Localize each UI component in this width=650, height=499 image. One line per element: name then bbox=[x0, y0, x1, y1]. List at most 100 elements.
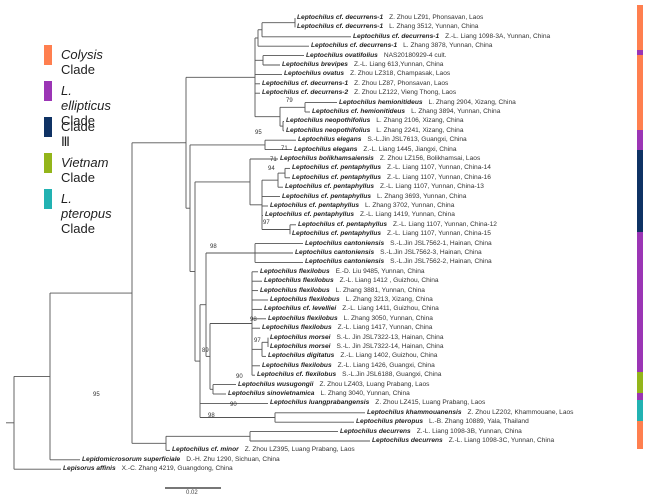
species-name: Leptochilus cf. decurrens-1 bbox=[297, 14, 384, 21]
species-name: Leptochilus cantoniensis bbox=[305, 258, 385, 266]
voucher: Z.-L. Liang 1107, Yunnan, China-15 bbox=[387, 230, 491, 238]
species-name: Leptochilus cf. pentaphyllus bbox=[285, 183, 375, 191]
voucher: L. Zhang 3878, Yunnan, China bbox=[403, 42, 493, 50]
species-name: Lepidomicrosorum superficiale bbox=[82, 455, 181, 463]
voucher: L. Zhang 2106, Xizang, China bbox=[376, 117, 464, 125]
species-name: Leptochilus cf. pentaphyllus bbox=[282, 192, 372, 200]
voucher: L.-B. Zhang 10889, Yala, Thailand bbox=[429, 418, 529, 426]
legend-label: Clade bbox=[61, 113, 95, 128]
tip-label: Leptochilus khammouanensis Z. Zhou LZ202,… bbox=[367, 409, 573, 417]
species-name: Leptochilus bolikhamsaiensis bbox=[280, 155, 374, 162]
bootstrap-value: 89 bbox=[202, 348, 209, 354]
species-name: Leptochilus luangprabangensis bbox=[270, 399, 370, 407]
species-name: Leptochilus cf. levelliei bbox=[264, 305, 337, 313]
species-name: Leptochilus cf. decurrens-1 bbox=[297, 23, 384, 31]
species-name: Leptochilus cantoniensis bbox=[295, 249, 375, 256]
species-name: Leptochilus cf. decurrens-2 bbox=[262, 89, 349, 97]
bootstrap-value: 98 bbox=[210, 244, 217, 250]
voucher: Z.-L. Liang 1417, Yunnan, China bbox=[337, 324, 433, 332]
tip-label: Leptochilus wusugongii Z. Zhou LZ403, Lua… bbox=[238, 381, 429, 389]
voucher: Z. Zhou LZ91, Phonsavan, Laos bbox=[389, 14, 484, 21]
tip-label: Leptochilus cf. levelliei Z.-L. Liang 141… bbox=[264, 305, 439, 313]
species-name: Leptochilus cf. pentaphyllus bbox=[292, 173, 382, 181]
legend-swatch bbox=[44, 189, 52, 209]
clade-bar-segment bbox=[637, 5, 643, 50]
voucher: S.-L.Jin JSL7562-1, Hainan, China bbox=[390, 239, 492, 247]
species-name: Leptochilus cf. minor bbox=[172, 446, 239, 454]
legend-label: Clade bbox=[61, 62, 95, 77]
voucher: Z.-L. Liang 613,Yunnan, China bbox=[353, 61, 444, 68]
legend-swatch bbox=[44, 153, 52, 173]
tip-label: Leptochilus cf. decurrens-1 Z.-L. Liang 1… bbox=[353, 33, 550, 41]
voucher: NAS20180929-4 cult. bbox=[383, 51, 447, 59]
species-name: Leptochilus cf. decurrens-1 bbox=[353, 32, 440, 40]
species-name: Leptochilus sinovietnamica bbox=[228, 390, 315, 397]
voucher: S.-L. Jin JSL7322-14, Hainan, China bbox=[336, 343, 444, 350]
voucher: Z.-L. Liang 1411, Guizhou, China bbox=[342, 305, 439, 313]
bootstrap-value: 90 bbox=[236, 374, 243, 380]
voucher: L. Zhang 2904, Xizang, China bbox=[428, 98, 516, 106]
species-name: Leptochilus flexilobus bbox=[260, 267, 330, 275]
tip-label: Leptochilus morsei S.-L. Jin JSL7322-14, … bbox=[270, 343, 444, 351]
tip-label: Leptochilus elegans S.-L.Jin JSL7613, Gua… bbox=[298, 136, 467, 144]
voucher: S.-L. Jin JSL7322-13, Hainan, China bbox=[336, 333, 444, 341]
bootstrap-value: 95 bbox=[93, 392, 100, 398]
voucher: S.-L.Jin JSL7562-2, Hainan, China bbox=[390, 258, 492, 266]
voucher: L. Zhang 3693, Yunnan, China bbox=[377, 192, 467, 200]
bootstrap-value: 71 bbox=[281, 146, 288, 152]
species-name: Leptochilus flexilobus bbox=[262, 361, 332, 369]
bootstrap-value: 79 bbox=[286, 98, 293, 104]
voucher: Z.-L. Liang 1098-3A, Yunnan, China bbox=[445, 32, 551, 40]
species-name: Leptochilus neopothifolius bbox=[286, 117, 371, 125]
voucher: S.-L.Jin JSL7613, Guangxi, China bbox=[367, 136, 467, 144]
voucher: E.-D. Liu 9485, Yunnan, China bbox=[335, 267, 425, 275]
species-name: Leptochilus wusugongii bbox=[238, 380, 314, 388]
legend-label-italic: L. ellipticus bbox=[61, 83, 111, 113]
species-name: Leptochilus elegans bbox=[298, 136, 362, 144]
voucher: L. Zhang 3213, Xizang, China bbox=[345, 296, 433, 303]
species-name: Leptochilus flexilobus bbox=[260, 286, 330, 294]
legend-label: Clade bbox=[61, 170, 95, 185]
voucher: Z.-L. Liang 1098-3B, Yunnan, China bbox=[416, 427, 522, 435]
voucher: L. Zhang 3894, Yunnan, China bbox=[411, 108, 501, 115]
species-name: Leptochilus morsei bbox=[270, 343, 331, 350]
legend-swatch bbox=[44, 81, 52, 101]
voucher: Z.-L. Liang 1412 , Guizhou, China bbox=[339, 277, 439, 285]
species-name: Leptochilus ovatifolius bbox=[306, 51, 378, 59]
species-name: Leptochilus brevipes bbox=[282, 61, 348, 68]
species-name: Lepisorus affinis bbox=[63, 465, 116, 473]
voucher: Z.-L. Liang 1107, Yunnan, China-12 bbox=[393, 220, 497, 228]
species-name: Leptochilus elegans bbox=[294, 145, 358, 153]
species-name: Leptochilus pteropus bbox=[356, 418, 424, 426]
bootstrap-value: 71 bbox=[270, 157, 277, 163]
species-name: Leptochilus flexilobus bbox=[268, 314, 338, 322]
voucher: Z. Zhou LZ202, Khammouane, Laos bbox=[467, 408, 574, 416]
voucher: Z.-L. Liang 1098-3C, Yunnan, China bbox=[448, 437, 555, 444]
voucher: Z. Zhou LZ403, Luang Prabang, Laos bbox=[319, 380, 430, 388]
clade-bar-segment bbox=[637, 150, 643, 232]
legend-label-italic: Vietnam bbox=[61, 155, 109, 170]
species-name: Leptochilus khammouanensis bbox=[367, 408, 462, 416]
species-name: Leptochilus cf. decurrens-1 bbox=[262, 79, 349, 87]
